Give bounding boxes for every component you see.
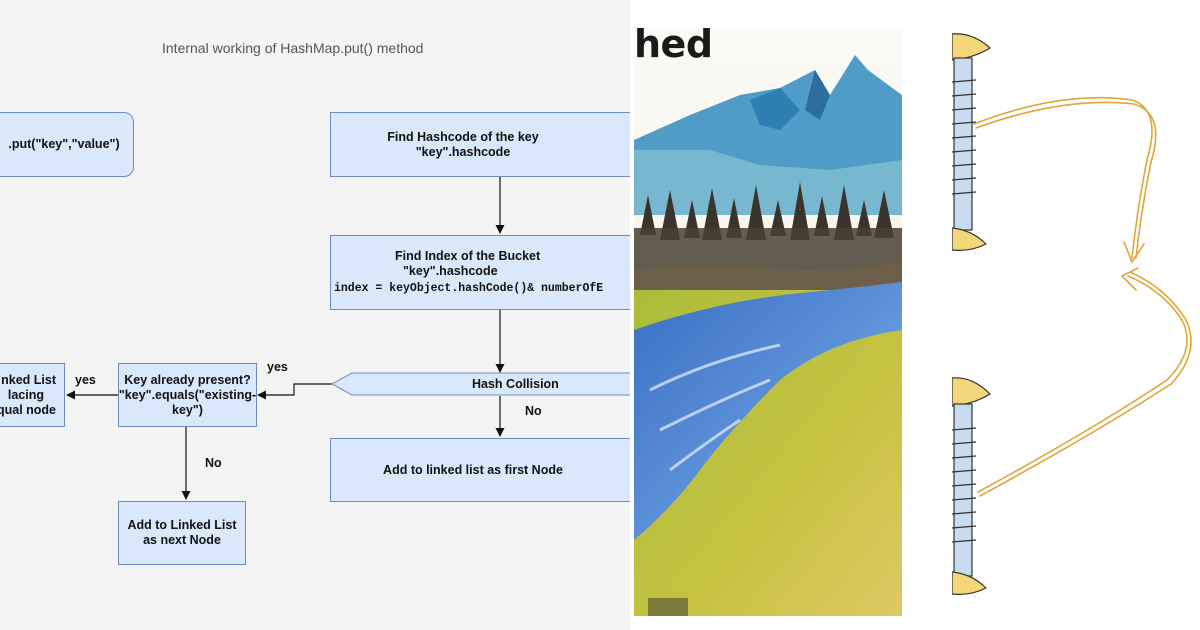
yes-collision-label: yes xyxy=(267,360,288,374)
upper-sketch-figure xyxy=(952,33,991,251)
flowchart-edges xyxy=(66,177,630,500)
hash-collision-label: Hash Collision xyxy=(472,377,559,391)
edge-collision-to-keypresent xyxy=(257,383,332,400)
key-present-node: Key already present? "key".equals("exist… xyxy=(118,363,257,427)
watercolor-landscape-image xyxy=(630,0,952,630)
find-index-line-1: Find Index of the Bucket xyxy=(395,249,541,263)
hash-collision-shape xyxy=(330,372,630,396)
yes-present-label: yes xyxy=(75,373,96,387)
find-index-formula: index = keyObject.hashCode()& numberOfE xyxy=(334,282,604,295)
key-present-line-2: "key".equals("existing- xyxy=(118,387,257,402)
find-hashcode-line-2: "key".hashcode xyxy=(415,144,511,159)
replace-node: nked List lacing qual node xyxy=(0,363,65,427)
add-next-line-1: Add to Linked List xyxy=(127,518,237,532)
diagram-title: Internal working of HashMap.put() method xyxy=(162,40,424,56)
key-present-line-1: Key already present? xyxy=(124,372,251,387)
painting-panel xyxy=(630,0,952,630)
lower-sketch-figure xyxy=(952,377,991,595)
sketch-drawing xyxy=(952,33,1192,595)
find-hashcode-node: Find Hashcode of the key "key".hashcode xyxy=(330,112,630,177)
add-first-label: Add to linked list as first Node xyxy=(383,462,563,477)
flowchart-panel: Internal working of HashMap.put() method… xyxy=(0,0,630,630)
hand-drawn-curved-arrow-icon xyxy=(973,96,1192,497)
replace-line-1: nked List xyxy=(1,372,56,387)
put-call-node: .put("key","value") xyxy=(0,112,134,177)
key-present-line-3: key") xyxy=(172,402,203,417)
add-next-node: Add to Linked List as next Node xyxy=(118,501,246,565)
add-first-node: Add to linked list as first Node xyxy=(330,438,630,502)
add-next-line-2: as next Node xyxy=(143,533,221,547)
find-index-node: Find Index of the Bucket "key".hashcode … xyxy=(330,235,630,310)
put-call-label: .put("key","value") xyxy=(8,137,120,151)
sketch-panel xyxy=(952,0,1200,630)
replace-line-2: lacing xyxy=(7,387,44,402)
no-collision-label: No xyxy=(525,404,542,418)
replace-line-3: qual node xyxy=(0,402,56,417)
no-present-label: No xyxy=(205,456,222,470)
find-hashcode-line-1: Find Hashcode of the key xyxy=(387,129,539,144)
find-index-line-2: "key".hashcode xyxy=(403,264,498,278)
painting-caption: hed xyxy=(634,22,713,66)
